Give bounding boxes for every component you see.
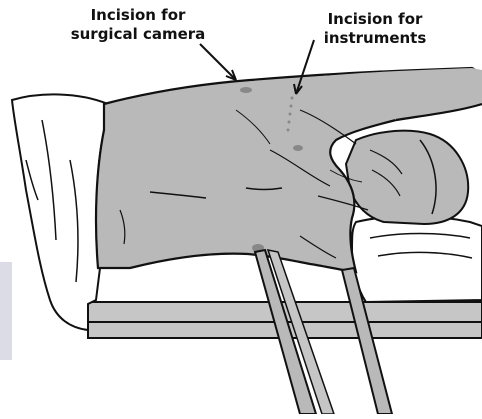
camera-label-line2: surgical camera [58, 25, 218, 44]
side-panel [0, 262, 12, 360]
instrument-incision [293, 145, 303, 151]
camera-label-line1: Incision for [58, 6, 218, 25]
camera-pointer-line [200, 44, 236, 80]
instruments-label-line1: Incision for [305, 10, 445, 29]
camera-incision-label: Incision for surgical camera [58, 6, 218, 44]
forearm [346, 131, 468, 224]
instruments-incision-label: Incision for instruments [305, 10, 445, 48]
surgical-drape [12, 94, 108, 330]
pillow [352, 216, 482, 302]
instruments-label-line2: instruments [305, 29, 445, 48]
camera-incision [240, 87, 252, 93]
